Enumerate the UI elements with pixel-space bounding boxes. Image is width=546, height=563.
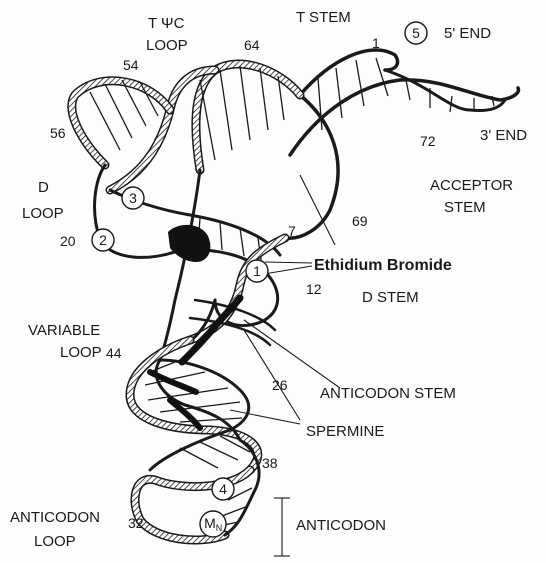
variable-loop-label-line2: LOOP: [60, 344, 102, 361]
variable-loop-label-line1: VARIABLE: [28, 322, 100, 339]
spermine-label: SPERMINE: [306, 423, 384, 440]
svg-text:3: 3: [129, 190, 137, 206]
svg-text:N: N: [216, 523, 223, 533]
residue-64: 64: [244, 37, 260, 53]
anticodon-stem-label: ANTICODON STEM: [320, 385, 456, 402]
residue-12: 12: [306, 281, 322, 297]
anticodon-label: ANTICODON: [296, 517, 386, 534]
svg-text:5: 5: [412, 25, 420, 41]
residue-54: 54: [123, 57, 139, 73]
residue-38: 38: [262, 455, 278, 471]
anticodon-loop-ribbon: [135, 430, 259, 540]
residue-32: 32: [128, 515, 144, 531]
binding-site-2: 2: [92, 229, 114, 251]
svg-text:2: 2: [99, 232, 107, 248]
anticodon-loop-label-line2: LOOP: [34, 533, 76, 550]
residue-26: 26: [272, 377, 288, 393]
tpsic-loop-label-line2: LOOP: [146, 37, 188, 54]
svg-text:1: 1: [253, 263, 261, 279]
anticodon-loop-label-line1: ANTICODON: [10, 509, 100, 526]
tpsic-loop-label-line1: T ΨC: [148, 15, 185, 32]
acceptor-rungs: [318, 58, 494, 130]
anticodon-stem-helix: [130, 340, 258, 470]
residue-44: 44: [106, 345, 122, 361]
ethidium-bromide-label: Ethidium Bromide: [314, 257, 452, 274]
acceptor-stem-label-line1: ACCEPTOR: [430, 177, 513, 194]
three-prime-end-label: 3' END: [480, 127, 527, 144]
residue-56: 56: [50, 125, 66, 141]
ethidium-molecule: [168, 225, 210, 262]
five-prime-end-label: 5' END: [444, 25, 491, 42]
residue-1: 1: [372, 35, 380, 51]
residue-20: 20: [60, 233, 76, 249]
binding-site-mn: M N: [200, 511, 226, 537]
acceptor-stem-label-line2: STEM: [444, 199, 486, 216]
d-loop-label-line2: LOOP: [22, 205, 64, 222]
binding-site-5: 5: [405, 22, 427, 44]
t-loop-ribbon: [72, 64, 300, 190]
svg-text:M: M: [204, 515, 216, 531]
binding-site-3: 3: [122, 187, 144, 209]
d-loop-label-line1: D: [38, 179, 49, 196]
svg-text:4: 4: [219, 481, 227, 497]
residue-72: 72: [420, 133, 436, 149]
binding-site-1: 1: [246, 260, 268, 282]
residue-69: 69: [352, 213, 368, 229]
t-stem-label: T STEM: [296, 9, 351, 26]
d-stem-label: D STEM: [362, 289, 419, 306]
residue-7: 7: [288, 223, 296, 239]
binding-site-4: 4: [212, 478, 234, 500]
